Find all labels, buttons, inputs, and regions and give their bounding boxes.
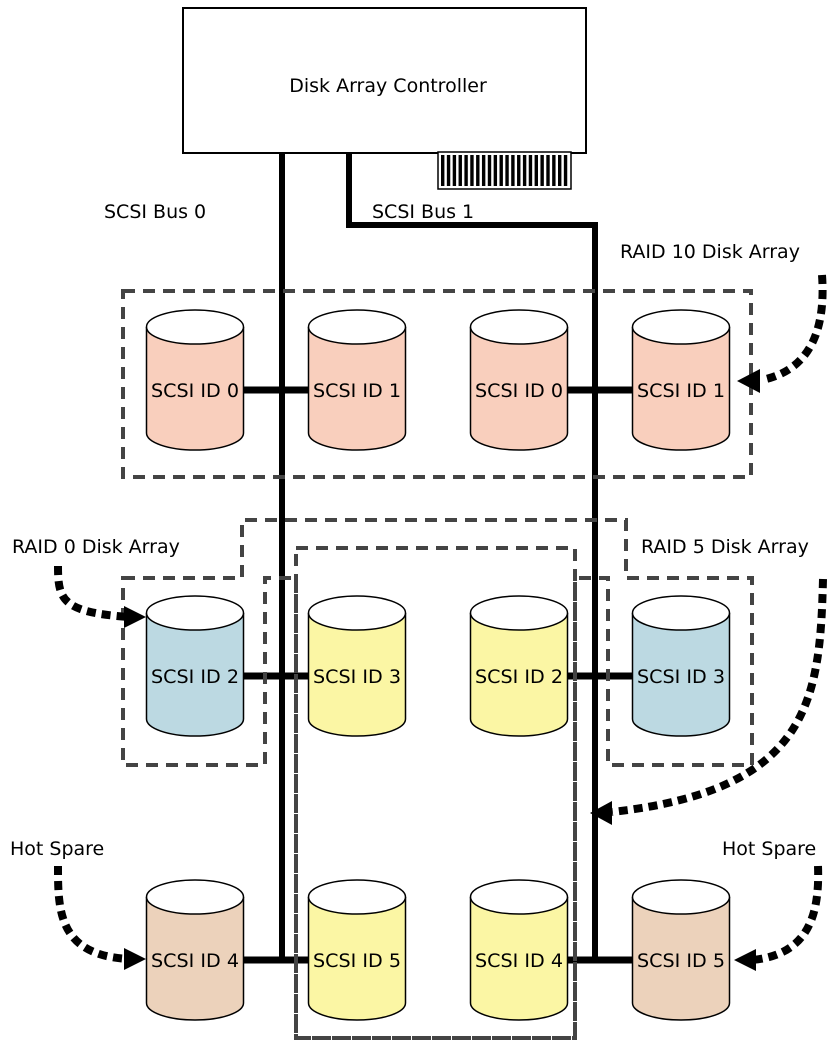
connector-pin bbox=[517, 155, 521, 186]
disk-top bbox=[469, 309, 569, 345]
controller-label: Disk Array Controller bbox=[289, 75, 487, 97]
disk-label: SCSI ID 1 bbox=[637, 380, 725, 402]
disk-array-controller-box bbox=[182, 7, 587, 154]
disk-body bbox=[631, 327, 731, 451]
connector-pin bbox=[540, 155, 544, 186]
disk-top bbox=[307, 879, 407, 915]
connector-pin bbox=[452, 155, 457, 186]
raid-10-arrow bbox=[737, 274, 827, 393]
disk-label: SCSI ID 0 bbox=[475, 380, 563, 402]
disk-cylinder: SCSI ID 2 bbox=[469, 595, 569, 737]
connector-pin bbox=[493, 155, 498, 186]
scsi-bus-1-label: SCSI Bus 1 bbox=[372, 201, 474, 223]
disk-cylinder: SCSI ID 0 bbox=[469, 309, 569, 451]
raid-10-array-label: RAID 10 Disk Array bbox=[620, 241, 800, 263]
card-edge-connector bbox=[437, 151, 572, 190]
disk-body bbox=[145, 897, 245, 1021]
disk-top bbox=[307, 309, 407, 345]
disk-label: SCSI ID 4 bbox=[475, 950, 563, 972]
disk-cylinder: SCSI ID 2 bbox=[145, 595, 245, 737]
disk-cylinder: SCSI ID 0 bbox=[145, 309, 245, 451]
disk-top bbox=[469, 879, 569, 915]
disk-label: SCSI ID 5 bbox=[313, 950, 401, 972]
connector-pin bbox=[558, 155, 562, 186]
raid-5-array-box bbox=[294, 546, 577, 1040]
connector-pin bbox=[563, 155, 568, 186]
disk-cylinder: SCSI ID 3 bbox=[631, 595, 731, 737]
connector-pin bbox=[546, 155, 550, 186]
connector-pin bbox=[446, 155, 451, 186]
disk-top bbox=[307, 595, 407, 631]
scsi-bus-1-line bbox=[346, 153, 598, 958]
connector-frame bbox=[437, 151, 572, 190]
disk-top bbox=[631, 879, 731, 915]
disk-body bbox=[145, 327, 245, 451]
disk-body bbox=[469, 897, 569, 1021]
disk-top bbox=[145, 309, 245, 345]
connector-pin bbox=[487, 155, 492, 186]
connector-pin bbox=[481, 155, 486, 186]
disk-top bbox=[631, 595, 731, 631]
hot-spare-arrow-right bbox=[734, 865, 823, 971]
connector-pin bbox=[534, 155, 538, 186]
connector-pin bbox=[522, 155, 527, 186]
connector-pin bbox=[441, 155, 445, 186]
disk-label: SCSI ID 3 bbox=[637, 666, 725, 688]
disk-cylinder: SCSI ID 3 bbox=[307, 595, 407, 737]
raid-5-arrow bbox=[590, 578, 827, 825]
hot-spare-arrow-left bbox=[54, 865, 146, 970]
disk-label: SCSI ID 4 bbox=[151, 950, 239, 972]
disk-cylinders: SCSI ID 0 SCSI ID 1 SCSI ID 0 SCSI ID 1 SCSI… bbox=[145, 309, 731, 1021]
disk-top bbox=[469, 595, 569, 631]
disk-cylinder: SCSI ID 1 bbox=[631, 309, 731, 451]
disk-cylinder: SCSI ID 5 bbox=[307, 879, 407, 1021]
raid-0-arrow bbox=[54, 565, 146, 628]
scsi-bus-0-label: SCSI Bus 0 bbox=[104, 201, 206, 223]
disk-body bbox=[469, 613, 569, 737]
disk-cylinder: SCSI ID 4 bbox=[145, 879, 245, 1021]
disk-body bbox=[631, 613, 731, 737]
hot-spare-label-left: Hot Spare bbox=[10, 838, 104, 860]
connector-pin bbox=[528, 155, 533, 186]
hot-spare-label-right: Hot Spare bbox=[722, 838, 816, 860]
raid-0-array-label: RAID 0 Disk Array bbox=[12, 536, 180, 558]
bus-to-disk-connectors bbox=[241, 386, 633, 964]
connector-pin bbox=[499, 155, 503, 186]
connector-pin bbox=[458, 155, 462, 186]
connector-pin bbox=[464, 155, 468, 186]
raid-5-array-label: RAID 5 Disk Array bbox=[641, 536, 809, 558]
disk-cylinder: SCSI ID 4 bbox=[469, 879, 569, 1021]
connector-pin bbox=[470, 155, 474, 186]
disk-body bbox=[307, 897, 407, 1021]
disk-label: SCSI ID 3 bbox=[313, 666, 401, 688]
disk-label: SCSI ID 0 bbox=[151, 380, 239, 402]
disk-label: SCSI ID 5 bbox=[637, 950, 725, 972]
connector-pin bbox=[505, 155, 509, 186]
disk-body bbox=[631, 897, 731, 1021]
connector-pin bbox=[511, 155, 515, 186]
disk-top bbox=[145, 879, 245, 915]
disk-body bbox=[145, 613, 245, 737]
disk-label: SCSI ID 2 bbox=[151, 666, 239, 688]
connector-pin bbox=[552, 155, 556, 186]
disk-top bbox=[631, 309, 731, 345]
disk-body bbox=[307, 613, 407, 737]
disk-cylinder: SCSI ID 5 bbox=[631, 879, 731, 1021]
disk-top bbox=[145, 595, 245, 631]
disk-body bbox=[307, 327, 407, 451]
connector-pin bbox=[476, 155, 480, 186]
disk-cylinder: SCSI ID 1 bbox=[307, 309, 407, 451]
disk-label: SCSI ID 2 bbox=[475, 666, 563, 688]
disk-body bbox=[469, 327, 569, 451]
disk-label: SCSI ID 1 bbox=[313, 380, 401, 402]
